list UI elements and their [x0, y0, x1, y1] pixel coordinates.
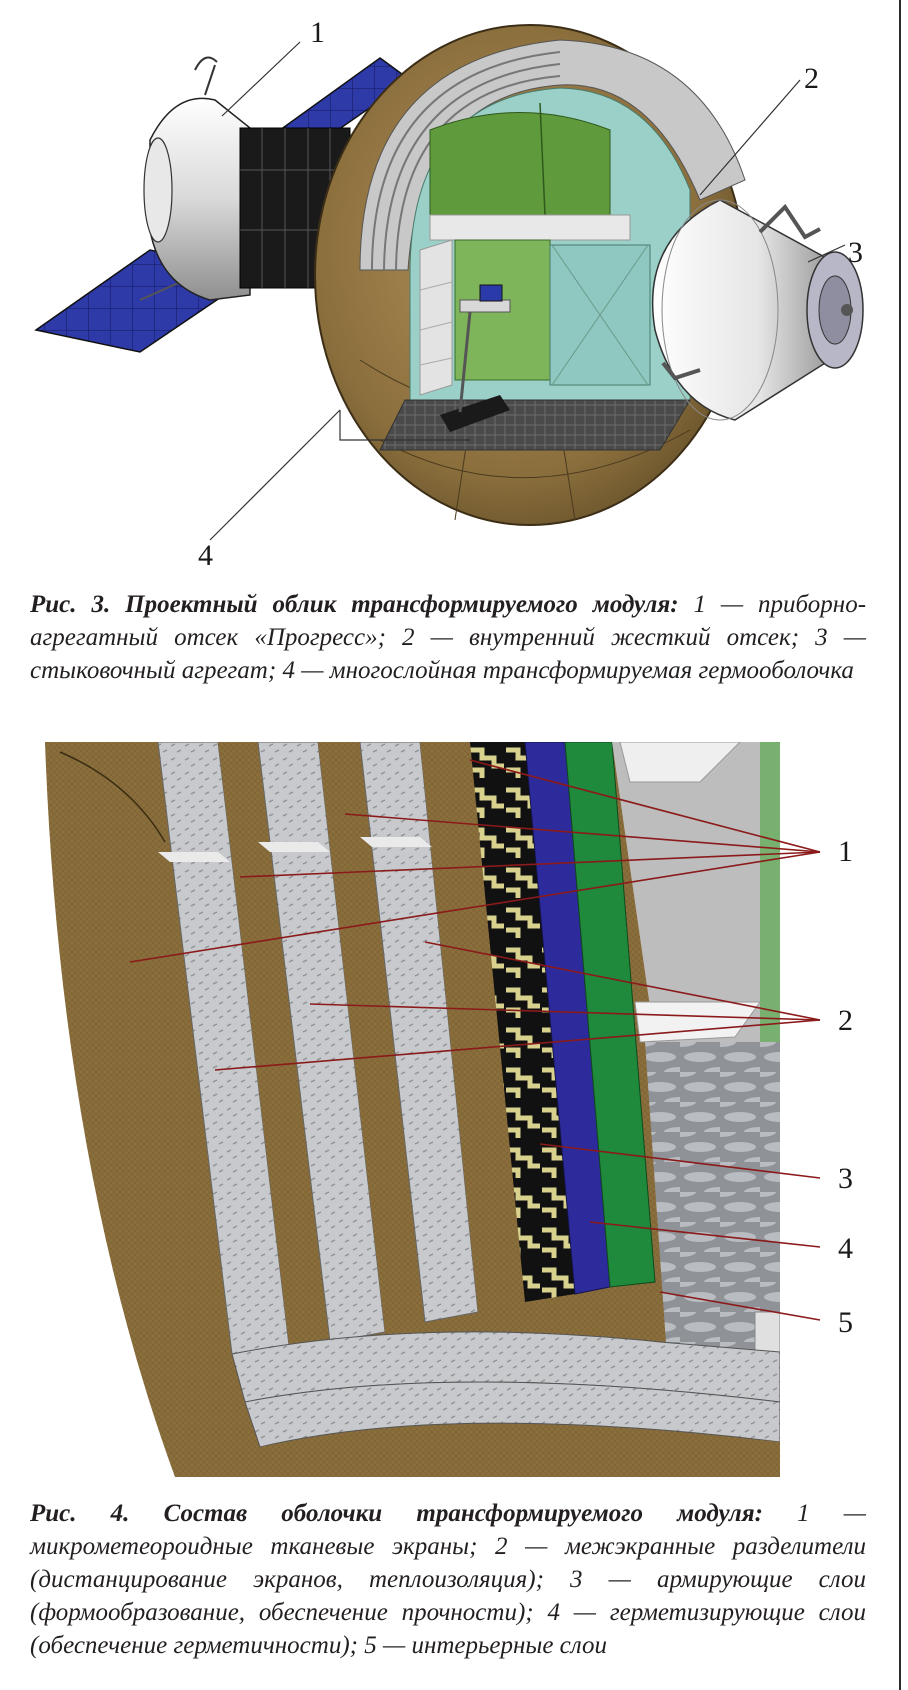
- treadmill: [440, 284, 511, 432]
- callout-3: 3: [838, 1162, 853, 1195]
- callout-5: 5: [838, 1306, 853, 1339]
- figure-4-shell-layers-illustration: 1 2 3 4 5: [45, 742, 853, 1477]
- column-rule: [899, 0, 901, 1690]
- shell-bottom-layers: [231, 1331, 780, 1477]
- figure-4-leader-lines: [129, 759, 821, 1321]
- callout-2: 2: [804, 62, 819, 95]
- callout-3: 3: [848, 236, 863, 269]
- figure-3-caption-text: 1 — приборно-агрегатный отсек «Прогресс»…: [30, 591, 867, 684]
- interior-layer: [564, 742, 656, 1288]
- inner-rigid-compartment: [379, 87, 691, 451]
- docking-unit: [651, 199, 864, 421]
- figure-3-caption: Рис. 3. Проектный облик трансформируемог…: [30, 588, 866, 687]
- figure-4-caption-title: Рис. 4. Состав оболочки трансформируемог…: [30, 1500, 763, 1527]
- figure-3-module-illustration: 1 2 3 4: [34, 16, 864, 572]
- callout-4: 4: [838, 1232, 853, 1265]
- callout-4: 4: [198, 539, 213, 572]
- figure-3-caption-title: Рис. 3. Проектный облик трансформируемог…: [30, 591, 679, 618]
- figure-3-leader-lines: [209, 41, 846, 541]
- callout-1: 1: [310, 16, 325, 49]
- callout-2: 2: [838, 1004, 853, 1037]
- figure-4-caption: Рис. 4. Состав оболочки трансформируемог…: [30, 1497, 866, 1662]
- callout-1: 1: [838, 835, 853, 868]
- shell-layer-bands: [157, 742, 780, 1373]
- figure-4-caption-text: 1 — микрометеороидные тканевые экраны; 2…: [30, 1500, 866, 1659]
- reinforcing-layer: [470, 742, 575, 1302]
